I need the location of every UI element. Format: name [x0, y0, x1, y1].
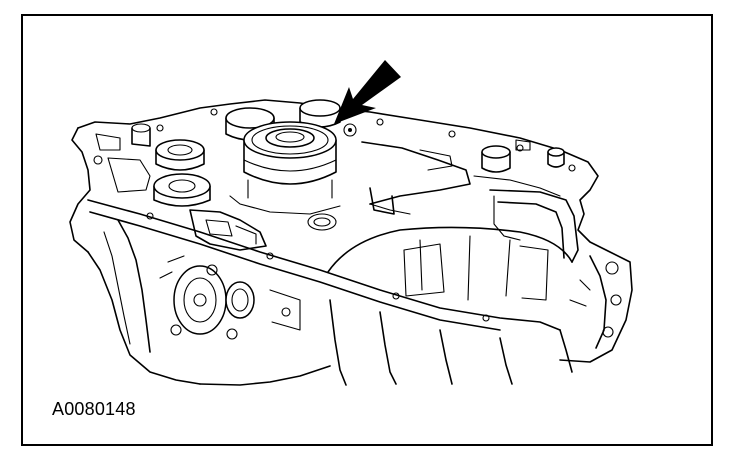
- case-outline: [69, 99, 633, 386]
- figure-id-label: A0080148: [52, 399, 136, 419]
- deck-details: [93, 99, 622, 349]
- arrow-pointer-icon: [334, 60, 401, 124]
